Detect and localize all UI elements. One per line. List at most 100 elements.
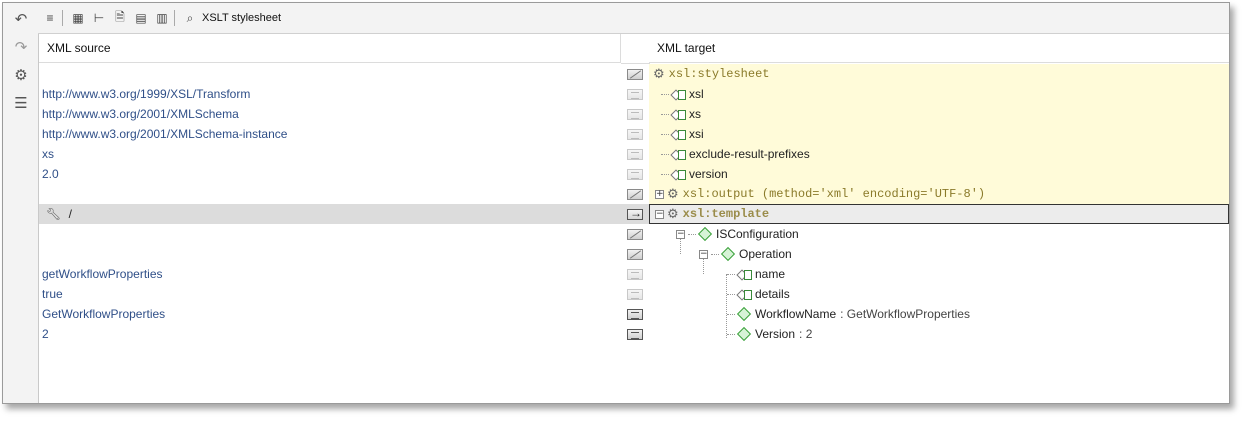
mapping-button[interactable] bbox=[623, 244, 647, 264]
menu-icon[interactable]: ≡ bbox=[41, 9, 59, 27]
source-header: XML source bbox=[39, 34, 621, 63]
mapping-button[interactable] bbox=[623, 224, 647, 244]
tree-node-template[interactable]: − ⚙ xsl:template bbox=[655, 204, 769, 224]
node-label: WorkflowName bbox=[755, 307, 836, 321]
target-cell: − ISConfiguration bbox=[649, 224, 1229, 244]
list-icon[interactable]: ☰ bbox=[10, 93, 32, 113]
node-label: name bbox=[755, 267, 785, 281]
target-cell: − Operation bbox=[649, 244, 1229, 264]
source-value bbox=[39, 244, 621, 264]
tree-connector bbox=[661, 134, 669, 135]
target-cell: name bbox=[649, 264, 1229, 284]
mapping-button[interactable] bbox=[623, 324, 647, 344]
mapping-button[interactable] bbox=[623, 164, 647, 184]
node-label: xsl bbox=[689, 87, 704, 101]
collapse-toggle[interactable]: − bbox=[699, 250, 708, 259]
element-icon bbox=[737, 329, 751, 339]
attribute-icon bbox=[737, 268, 751, 280]
tree-connector bbox=[727, 294, 735, 295]
tree-connector bbox=[727, 274, 735, 275]
toolbar-separator bbox=[174, 10, 175, 26]
node-label: exclude-result-prefixes bbox=[689, 147, 810, 161]
collapse-toggle[interactable]: − bbox=[655, 210, 664, 219]
table-row[interactable]: getWorkflowProperties name bbox=[39, 264, 1229, 284]
tree-node-operation[interactable]: − Operation bbox=[699, 244, 792, 264]
tree-node-exclude-result-prefixes[interactable]: exclude-result-prefixes bbox=[661, 144, 810, 164]
table-row[interactable]: 2.0 version bbox=[39, 164, 1229, 184]
tree-node-xsl[interactable]: xsl bbox=[661, 84, 704, 104]
expand-toggle[interactable]: + bbox=[655, 190, 664, 199]
node-label: xs bbox=[689, 107, 701, 121]
table-row[interactable]: + ⚙ xsl:output (method='xml' encoding='U… bbox=[39, 184, 1229, 204]
mapping-button[interactable] bbox=[623, 144, 647, 164]
hex-document-icon[interactable]: ▤ bbox=[132, 9, 150, 27]
source-value: http://www.w3.org/1999/XSL/Transform bbox=[39, 84, 621, 104]
attribute-icon bbox=[671, 128, 685, 140]
tree-node-details[interactable]: details bbox=[727, 284, 790, 304]
table-row[interactable]: http://www.w3.org/2001/XMLSchema-instanc… bbox=[39, 124, 1229, 144]
tree-node-name[interactable]: name bbox=[727, 264, 785, 284]
mapping-button[interactable] bbox=[623, 124, 647, 144]
table-row[interactable]: ⚙ xsl:stylesheet bbox=[39, 64, 1229, 84]
node-value: : 2 bbox=[799, 327, 812, 341]
tree-node-xs[interactable]: xs bbox=[661, 104, 701, 124]
xslt-stylesheet-label[interactable]: XSLT stylesheet bbox=[202, 12, 281, 24]
source-value: http://www.w3.org/2001/XMLSchema-instanc… bbox=[39, 124, 621, 144]
tree-connector bbox=[711, 254, 719, 255]
source-value: 2 bbox=[39, 324, 621, 344]
table-row[interactable]: − Operation bbox=[39, 244, 1229, 264]
tree-node-version-element[interactable]: Version : 2 bbox=[727, 324, 812, 344]
target-cell: xsi bbox=[649, 124, 1229, 144]
table-row[interactable]: http://www.w3.org/2001/XMLSchema xs bbox=[39, 104, 1229, 124]
document-icon[interactable]: 🗎 bbox=[111, 9, 129, 27]
mapping-button[interactable] bbox=[623, 184, 647, 204]
mapping-button[interactable] bbox=[623, 104, 647, 124]
target-cell: exclude-result-prefixes bbox=[649, 144, 1229, 164]
collapse-toggle[interactable]: − bbox=[676, 230, 685, 239]
table-row[interactable]: true details bbox=[39, 284, 1229, 304]
mapping-header bbox=[621, 34, 650, 64]
target-header-label: XML target bbox=[657, 41, 715, 55]
redo-icon[interactable]: ↷ bbox=[10, 37, 32, 57]
element-icon bbox=[698, 229, 712, 239]
grid-view-icon[interactable]: ▦ bbox=[69, 9, 87, 27]
tree-node-output[interactable]: + ⚙ xsl:output (method='xml' encoding='U… bbox=[655, 184, 985, 204]
mapping-button[interactable] bbox=[623, 284, 647, 304]
tree-node-version[interactable]: version bbox=[661, 164, 728, 184]
tree-connector bbox=[727, 314, 735, 315]
target-cell: Version : 2 bbox=[649, 324, 1229, 344]
wrench-icon: 🔧︎ bbox=[46, 207, 61, 221]
import-document-icon[interactable]: ▥ bbox=[153, 9, 171, 27]
settings-gears-icon[interactable]: ⚙ bbox=[10, 65, 32, 85]
tree-node-workflowname[interactable]: WorkflowName : GetWorkflowProperties bbox=[727, 304, 970, 324]
source-value: getWorkflowProperties bbox=[39, 264, 621, 284]
tree-node-xsi[interactable]: xsi bbox=[661, 124, 704, 144]
source-context: 🔧︎ / bbox=[39, 204, 621, 224]
gear-icon: ⚙ bbox=[667, 206, 679, 222]
gear-icon: ⚙ bbox=[653, 66, 665, 82]
table-row[interactable]: − ISConfiguration bbox=[39, 224, 1229, 244]
mapping-button[interactable] bbox=[623, 84, 647, 104]
mapping-button[interactable] bbox=[623, 204, 647, 224]
toolbar-separator bbox=[62, 10, 63, 26]
tree-node-stylesheet[interactable]: ⚙ xsl:stylesheet bbox=[653, 64, 769, 84]
node-label: xsi bbox=[689, 127, 704, 141]
node-label: Operation bbox=[739, 247, 792, 261]
mapping-button[interactable] bbox=[623, 304, 647, 324]
search-icon[interactable]: ⌕ bbox=[181, 9, 199, 27]
tree-connector bbox=[661, 154, 669, 155]
mapping-button[interactable] bbox=[623, 264, 647, 284]
tree-connector bbox=[661, 94, 669, 95]
table-row[interactable]: xs exclude-result-prefixes bbox=[39, 144, 1229, 164]
table-row-selected[interactable]: 🔧︎ / − ⚙ xsl:template bbox=[39, 204, 1229, 224]
table-row[interactable]: 2 Version : 2 bbox=[39, 324, 1229, 344]
table-row[interactable]: http://www.w3.org/1999/XSL/Transform xsl bbox=[39, 84, 1229, 104]
tree-view-icon[interactable]: ⊢ bbox=[90, 9, 108, 27]
undo-icon[interactable]: ↶ bbox=[10, 9, 32, 29]
mapping-button[interactable] bbox=[623, 64, 647, 84]
node-label: xsl:stylesheet bbox=[669, 67, 770, 81]
table-row[interactable]: GetWorkflowProperties WorkflowName : Get… bbox=[39, 304, 1229, 324]
target-cell: ⚙ xsl:stylesheet bbox=[649, 64, 1229, 84]
target-cell: WorkflowName : GetWorkflowProperties bbox=[649, 304, 1229, 324]
tree-node-isconfiguration[interactable]: − ISConfiguration bbox=[676, 224, 799, 244]
